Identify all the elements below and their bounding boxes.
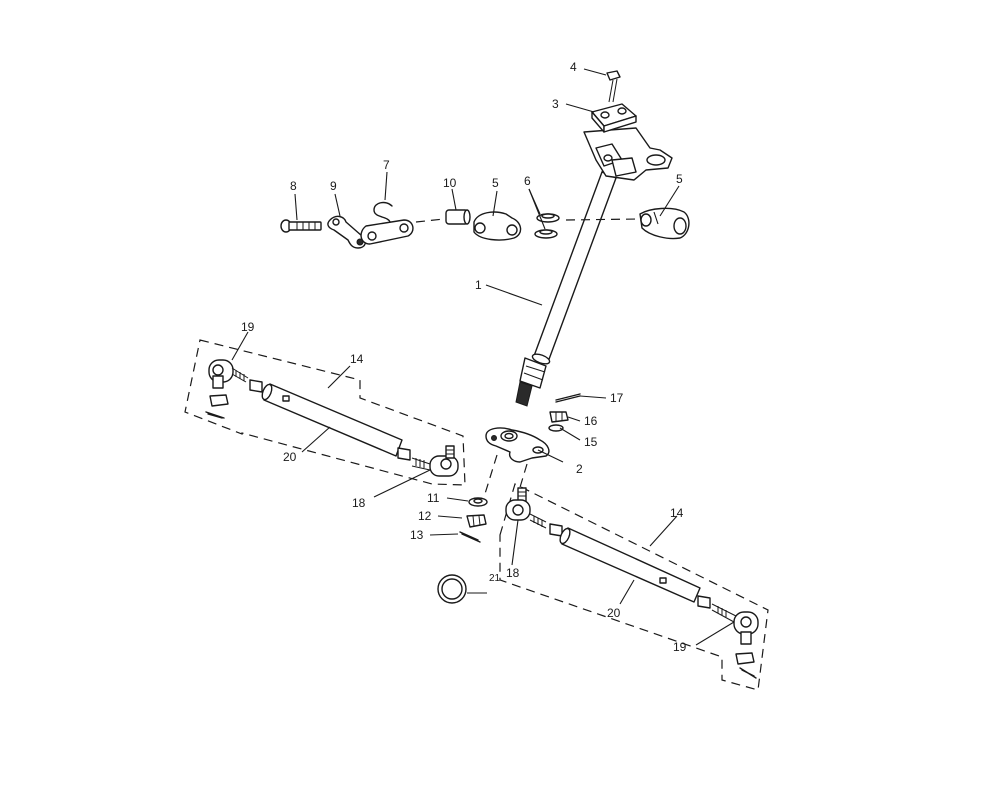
callout-6: 6 [524, 174, 531, 188]
bushing-holder-right [639, 207, 690, 240]
castle-nut-upper [549, 411, 569, 423]
callout-1: 1 [475, 278, 482, 292]
callout-10: 10 [443, 176, 457, 190]
callout-18-right: 18 [506, 566, 520, 580]
callout-20-left: 20 [283, 450, 297, 464]
leader-lines [231, 68, 735, 646]
callout-11: 11 [427, 491, 440, 505]
callout-3: 3 [552, 97, 559, 111]
cotter-pin-left [205, 411, 225, 419]
jam-nut-left-outer [249, 379, 263, 393]
callout-8: 8 [290, 179, 297, 193]
washer-lower [468, 497, 488, 507]
callout-13: 13 [410, 528, 424, 542]
jam-nut-left-inner [397, 447, 411, 461]
cotter-pin-lower [459, 531, 481, 543]
bolt-linkage [280, 219, 322, 233]
callout-14-right: 14 [670, 506, 684, 520]
tie-rod-tube-left [261, 383, 403, 457]
link-plate [360, 219, 414, 245]
castle-nut-left [209, 394, 229, 407]
pitman-arm [485, 427, 550, 463]
callout-14-left: 14 [350, 352, 364, 366]
jam-nut-right-inner [549, 523, 563, 537]
tie-rod-assembly-outline-right [499, 483, 769, 691]
callout-19-left: 19 [241, 320, 255, 334]
tie-rod-tube-right [559, 527, 701, 603]
link-arm [327, 215, 367, 249]
washer-upper [548, 424, 564, 432]
o-ring [437, 574, 467, 604]
callout-12: 12 [418, 509, 432, 523]
callout-17: 17 [610, 391, 624, 405]
callout-5-left: 5 [492, 176, 499, 190]
dashed-guide-pitman-b [517, 463, 528, 495]
callout-21: 21 [489, 573, 501, 584]
tie-rod-assembly-outline-left [184, 339, 466, 486]
bushing-sleeve [445, 209, 471, 225]
callout-7: 7 [383, 158, 390, 172]
cotter-pin-upper [555, 393, 581, 403]
dashed-guide-linkage [415, 218, 445, 223]
bushing-holder-left [473, 211, 522, 241]
callout-4: 4 [570, 60, 577, 74]
dashed-guide-holder-right [565, 218, 639, 221]
callout-15: 15 [584, 435, 598, 449]
castle-nut-right [735, 652, 755, 665]
callout-5-right: 5 [676, 172, 683, 186]
callout-16: 16 [584, 414, 598, 428]
callout-18-left: 18 [352, 496, 366, 510]
castle-nut-lower [466, 514, 487, 528]
steering-clamp-top [591, 103, 637, 133]
bushings [534, 213, 560, 239]
callout-labels: 1 2 3 4 5 5 6 7 8 9 10 11 12 13 14 14 15… [241, 60, 687, 654]
tie-rod-end-outer-right [711, 603, 759, 645]
tie-rod-end-inner-left [411, 445, 459, 477]
callout-20-right: 20 [607, 606, 621, 620]
callout-2: 2 [576, 462, 583, 476]
bolt-top [606, 70, 621, 103]
tie-rod-end-outer-left [208, 359, 249, 389]
steering-shaft [515, 159, 621, 407]
callout-9: 9 [330, 179, 337, 193]
tie-rod-end-inner-right [505, 487, 547, 529]
spring-clip [373, 201, 393, 223]
jam-nut-right-outer [697, 595, 711, 609]
dashed-guide-pitman-a [483, 454, 498, 498]
shaft-upper-bracket [583, 127, 673, 181]
callout-19-right: 19 [673, 640, 687, 654]
cotter-pin-right [739, 667, 757, 679]
